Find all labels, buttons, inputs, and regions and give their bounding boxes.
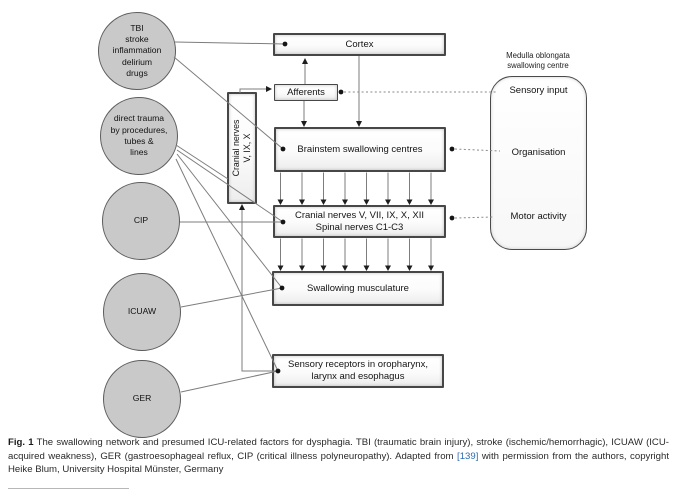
caption-text-after: with permission from the authors, copyri… [8, 450, 669, 476]
box-sensory-line2: larynx and esophagus [311, 371, 405, 382]
vertical-box-line1: Cranial nerves [231, 119, 242, 177]
box-sensory-receptors: Sensory receptors in oropharynx, larynx … [272, 354, 444, 388]
box-cranial-nerves-line1: Cranial nerves V, VII, IX, X, XII [294, 209, 424, 221]
box-swallowing-musculature: Swallowing musculature [272, 271, 444, 306]
box-cranial-spinal-nerves: Cranial nerves V, VII, IX, X, XII Spinal… [273, 205, 446, 238]
box-cranial-nerves-vertical-text: Cranial nerves V, IX, X [229, 94, 255, 202]
medulla-panel: Sensory input Organisation Motor activit… [490, 76, 587, 250]
vertical-box-line2: V, IX, X [242, 133, 252, 163]
medulla-item-organisation: Organisation [511, 147, 566, 158]
box-sensory-line1: Sensory receptors in oropharynx, [288, 359, 428, 371]
box-cortex-label: Cortex [345, 38, 374, 50]
box-brainstem-label: Brainstem swallowing centres [297, 143, 423, 155]
caption-text: The swallowing network and presumed ICU-… [8, 437, 669, 462]
factor-circle-icuaw: ICUAW [103, 273, 181, 351]
box-brainstem: Brainstem swallowing centres [274, 127, 446, 172]
medulla-title: Medulla oblongata swallowing centre [506, 51, 570, 71]
box-afferents-label: Afferents [287, 86, 325, 98]
box-swallowing-label: Swallowing musculature [307, 282, 409, 294]
citation-link-139[interactable]: [139] [457, 450, 479, 462]
factor-circle-cip: CIP [102, 182, 180, 260]
box-cranial-nerves-vertical: Cranial nerves V, IX, X [227, 92, 257, 204]
box-afferents: Afferents [274, 84, 338, 101]
page-divider [8, 488, 129, 489]
medulla-item-motor-activity: Motor activity [510, 211, 567, 222]
box-cranial-nerves-line2: Spinal nerves C1-C3 [315, 221, 404, 233]
factor-circle-direct-trauma: direct trauma by procedures, tubes & lin… [100, 97, 178, 175]
factor-circle-ger: GER [103, 360, 181, 438]
medulla-item-sensory-input: Sensory input [509, 85, 568, 96]
figure-label: Fig. 1 [8, 437, 34, 448]
box-cortex: Cortex [273, 33, 446, 56]
factor-circle-tbi: TBI stroke inflammation delirium drugs [98, 12, 176, 90]
